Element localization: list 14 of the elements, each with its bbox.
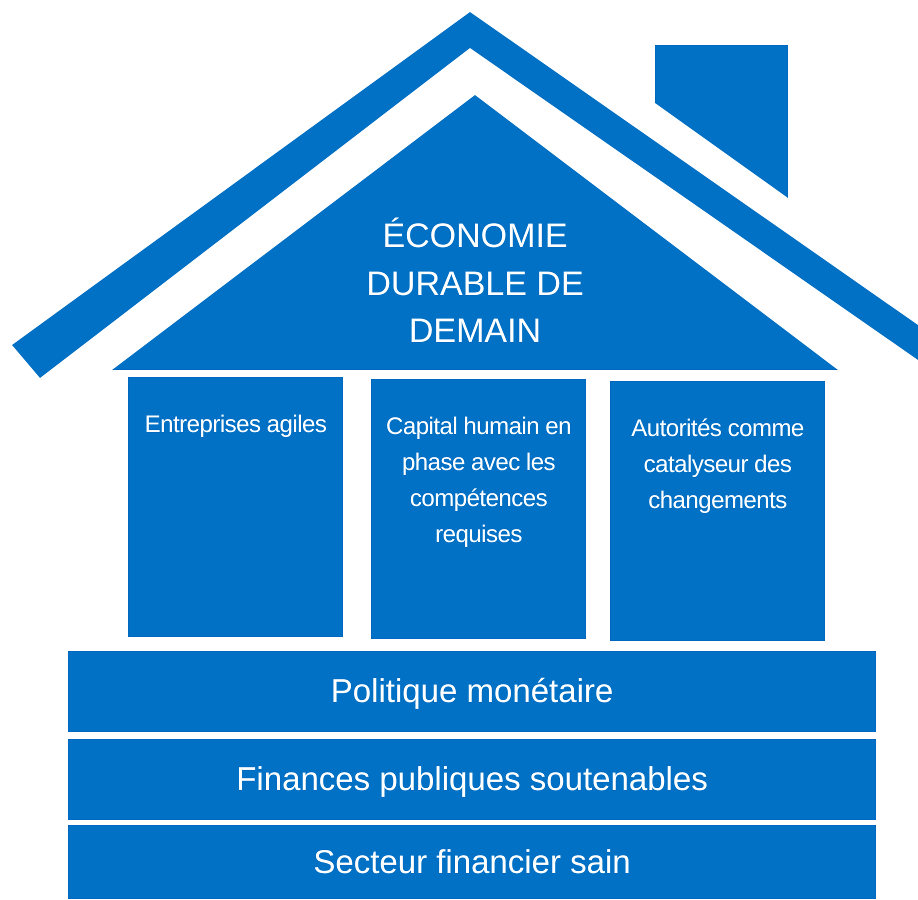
pillar-panel [128,377,343,637]
pillar-panel [610,381,825,641]
pillar-label: Autorités comme catalyseur des changements [630,414,805,516]
band-label: Secteur financier sain [313,842,631,882]
pillar-label: Capital humain en phase avec les compétences requises [385,412,572,550]
gable-title: ÉCONOMIE DURABLE DE DEMAIN [365,216,585,352]
band-label: Politique monétaire [330,671,614,712]
band-label: Finances publiques soutenables [236,759,708,800]
gable-triangle [112,95,838,370]
foundation-band [68,651,876,732]
foundation-band [68,739,876,820]
pillar-panel [371,379,586,639]
foundation-band [68,825,876,899]
pillar-label: Entreprises agiles [144,410,328,440]
